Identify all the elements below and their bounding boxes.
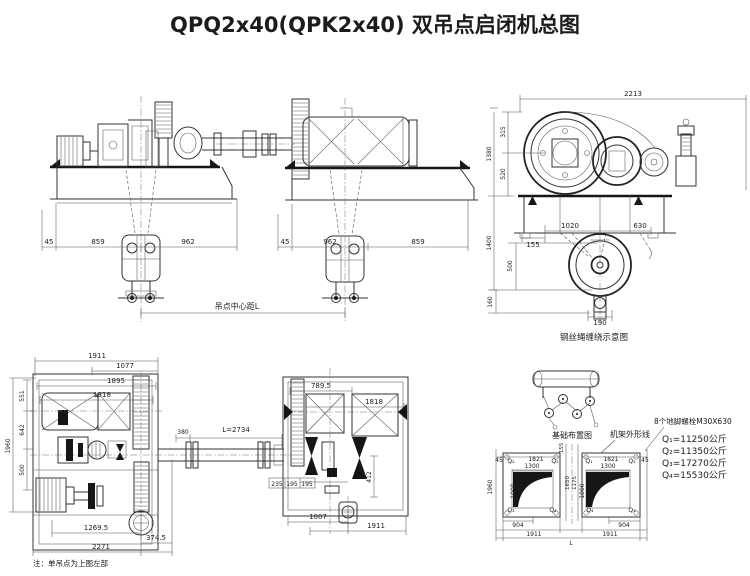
anchor-bolt-note: 8个地脚螺栓M30X630 bbox=[654, 416, 732, 426]
note-text: 注：单吊点为上图左部 bbox=[33, 558, 108, 568]
dim-label: 500 bbox=[19, 464, 26, 476]
view-caption: 基础布置图 bbox=[552, 430, 592, 440]
dim-label: 1821 bbox=[528, 456, 543, 463]
corner-load-label: Q₂ bbox=[507, 458, 515, 465]
weight-label: Q₄=15530公斤 bbox=[662, 470, 727, 481]
dim-label: 45 bbox=[281, 238, 290, 246]
dim-label: 904 bbox=[512, 522, 524, 529]
plan-view-right: 789.5 1818 235 195 195 412 1007 1911 bbox=[268, 368, 409, 535]
dim-label: 962 bbox=[181, 238, 194, 246]
dim-label: 155 bbox=[526, 241, 539, 249]
dim-label: 374.5 bbox=[146, 534, 166, 542]
corner-load-label: Q₁ bbox=[585, 458, 593, 465]
dim-label: 1175 bbox=[572, 476, 578, 490]
dim-label: 155 bbox=[559, 442, 565, 453]
corner-load-label: Q₄ bbox=[586, 507, 594, 514]
dim-label: 45 bbox=[45, 238, 54, 246]
dim-label: 235 bbox=[271, 481, 283, 488]
dim-label: 1020 bbox=[561, 222, 579, 230]
dim-label: 1818 bbox=[365, 398, 383, 406]
dim-label: 190 bbox=[593, 319, 606, 327]
frame-outline-label: 机架外形线 bbox=[610, 429, 650, 439]
dim-label: 859 bbox=[91, 238, 104, 246]
dim-label: 1000 bbox=[579, 483, 586, 498]
plan-view-left: 1911 1077 1895 1818 551 642 500 1960 1 bbox=[5, 352, 290, 568]
dim-label: 500 bbox=[507, 260, 514, 272]
dim-label: 45 bbox=[495, 457, 503, 464]
corner-load-label: Q₃ bbox=[507, 507, 515, 514]
dim-label: 2271 bbox=[92, 543, 110, 551]
dim-label: 520 bbox=[500, 168, 507, 180]
dim-label: 412 bbox=[366, 471, 373, 483]
dim-label: 642 bbox=[19, 424, 26, 436]
dim-label: 551 bbox=[19, 390, 26, 402]
dim-label: 45 bbox=[641, 457, 649, 464]
corner-load-label: Q₃ bbox=[628, 507, 636, 514]
weight-label: Q₂=11350公斤 bbox=[662, 446, 727, 457]
dim-label: 1400 bbox=[486, 235, 493, 250]
dim-label: 1960 bbox=[5, 438, 12, 453]
dim-label: 962 bbox=[323, 238, 336, 246]
dim-label: 2213 bbox=[624, 90, 642, 98]
front-view: 45 859 962 45 962 859 吊点中心距L bbox=[41, 96, 478, 322]
dim-label: 1000 bbox=[510, 483, 517, 498]
dim-label: L=2734 bbox=[222, 426, 250, 434]
dim-label: 1650 bbox=[565, 476, 571, 490]
dim-label: 1821 bbox=[603, 456, 618, 463]
dim-label: 1300 bbox=[600, 463, 615, 470]
dim-label: 1007 bbox=[309, 513, 327, 521]
dim-label: 789.5 bbox=[311, 382, 331, 390]
dim-label: L bbox=[569, 540, 573, 547]
dim-label: 160 bbox=[487, 296, 494, 308]
dim-label: 1960 bbox=[487, 479, 494, 494]
weight-label: Q₁=11250公斤 bbox=[662, 434, 727, 445]
dim-label: 1911 bbox=[88, 352, 106, 360]
page-title: QPQ2x40(QPK2x40) 双吊点启闭机总图 bbox=[170, 13, 580, 37]
dim-label: 1911 bbox=[602, 531, 617, 538]
dim-label: 380 bbox=[177, 429, 189, 436]
dim-label: 315 bbox=[500, 126, 507, 138]
foundation-diagram: 基础布置图 机架外形线 8个地脚螺栓M30X630 Q₁=11250公斤 Q₂=… bbox=[487, 370, 732, 547]
dim-label: 1077 bbox=[116, 362, 134, 370]
dim-label: 630 bbox=[633, 222, 646, 230]
corner-load-label: Q₄ bbox=[549, 507, 557, 514]
dim-label: 904 bbox=[618, 522, 630, 529]
dim-label: 1300 bbox=[524, 463, 539, 470]
weight-label: Q₃=17270公斤 bbox=[662, 458, 727, 469]
dim-label: 195 bbox=[286, 481, 298, 488]
dim-label: 1818 bbox=[93, 391, 111, 399]
center-distance-label: 吊点中心距L bbox=[215, 301, 260, 311]
dim-label: 1911 bbox=[526, 531, 541, 538]
side-view: 2213 1380 315 520 1400 bbox=[486, 90, 747, 343]
corner-load-label: Q₂ bbox=[628, 458, 636, 465]
corner-load-label: Q₁ bbox=[551, 458, 559, 465]
dim-label: 859 bbox=[411, 238, 424, 246]
dim-label: 1895 bbox=[107, 377, 125, 385]
dim-label: 195 bbox=[301, 481, 313, 488]
dim-label: 1911 bbox=[367, 522, 385, 530]
dim-label: 1380 bbox=[486, 146, 493, 161]
view-caption: 钢丝绳缠绕示意图 bbox=[560, 332, 628, 343]
dim-label: 1269.5 bbox=[84, 524, 109, 532]
